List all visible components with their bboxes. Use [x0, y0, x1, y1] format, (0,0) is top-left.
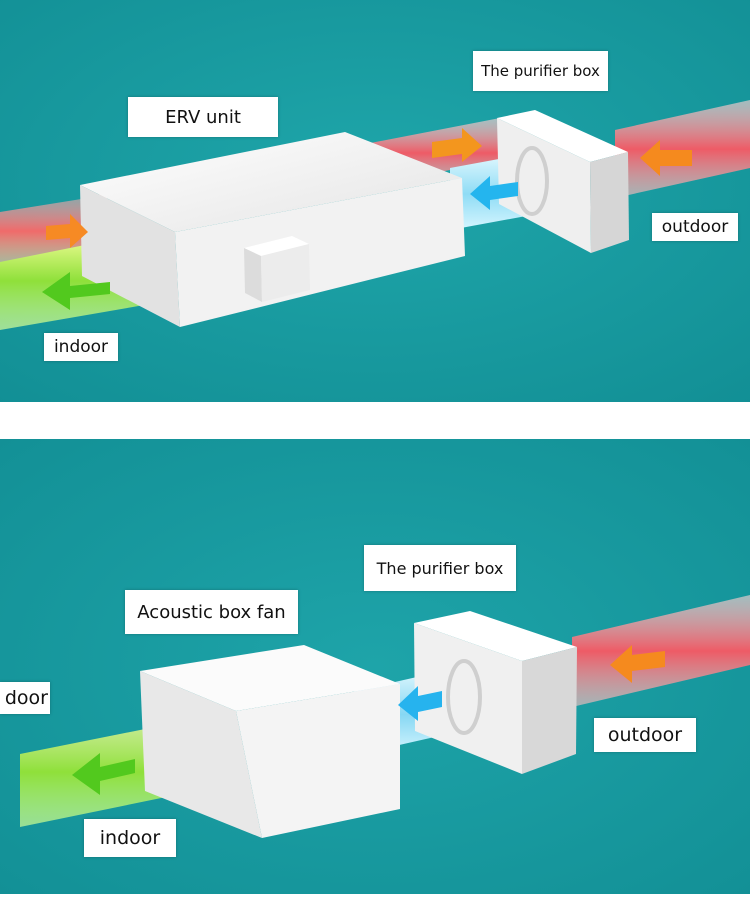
- erv-unit-box: [80, 132, 465, 327]
- fresh-air-arrow: [398, 686, 442, 721]
- purifier-box: [497, 110, 629, 253]
- return-air-arrow: [46, 214, 88, 248]
- outdoor-intake-pipe: [615, 100, 750, 198]
- fresh-air-arrow: [470, 176, 518, 210]
- erv-diagram-panel: ERV unit The purifier box outdoor indoor: [0, 0, 750, 402]
- erv-diagram-illustration: [0, 0, 750, 402]
- acoustic-box-fan-label: Acoustic box fan: [125, 590, 298, 634]
- supply-air-arrow: [42, 272, 110, 310]
- outdoor-label: outdoor: [594, 718, 696, 752]
- purifier-box-label: The purifier box: [364, 545, 516, 591]
- outdoor-air-arrow: [610, 645, 665, 683]
- acoustic-fan-diagram-illustration: [0, 439, 750, 894]
- erv-unit-label: ERV unit: [128, 97, 278, 137]
- outdoor-air-arrow: [640, 140, 692, 176]
- exhaust-air-arrow: [432, 128, 482, 162]
- supply-air-arrow: [72, 753, 135, 795]
- acoustic-box-fan: [140, 645, 400, 838]
- purifier-box-label: The purifier box: [473, 51, 608, 91]
- outdoor-intake-pipe: [572, 595, 750, 707]
- cropped-outdoor-label: door: [0, 682, 50, 714]
- outdoor-label: outdoor: [652, 213, 738, 241]
- purifier-box: [414, 611, 577, 774]
- indoor-label: indoor: [44, 333, 118, 361]
- indoor-label: indoor: [84, 819, 176, 857]
- acoustic-fan-diagram-panel: Acoustic box fan The purifier box outdoo…: [0, 439, 750, 894]
